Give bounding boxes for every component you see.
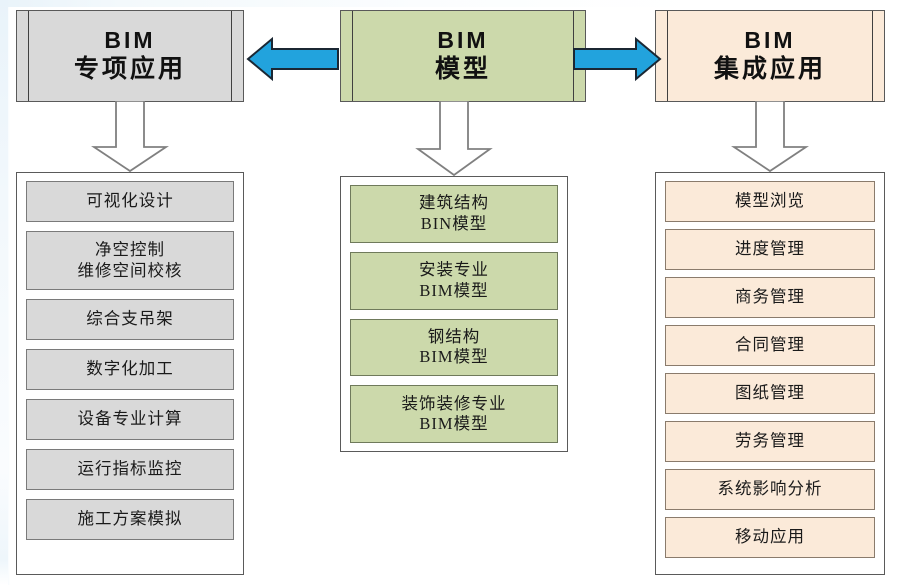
list-item[interactable]: 数字化加工 [26,349,234,390]
process-bar-right [231,11,232,101]
item-label-line2: BIM模型 [419,414,489,434]
arrow-left-icon [246,36,339,82]
arrow-down-icon [91,101,169,173]
header-box-integrated-application[interactable]: BIM 集成应用 [655,10,885,102]
process-bar-left [667,11,668,101]
item-label-line1: 数字化加工 [86,359,174,379]
header-middle-line2: 模型 [434,56,491,84]
header-left-line2: 专项应用 [73,56,186,84]
header-box-bim-model[interactable]: BIM 模型 [340,10,586,102]
item-label-line1: 进度管理 [735,239,805,259]
background-tint-left [0,0,8,585]
header-box-special-application[interactable]: BIM 专项应用 [16,10,244,102]
process-bar-right [872,11,873,101]
column-bim-model: 建筑结构 BIN模型 安装专业 BIM模型 钢结构 BIM模型 装饰装修专业 B… [340,176,568,452]
item-label-line1: 移动应用 [735,527,805,547]
item-label-line1: 劳务管理 [735,431,805,451]
arrow-down-icon [415,101,493,177]
item-label-line1: 装饰装修专业 [401,393,507,413]
item-label-line1: 综合支吊架 [86,309,174,329]
item-label-line1: 钢结构 [427,326,481,346]
list-item[interactable]: 钢结构 BIM模型 [350,318,558,377]
list-item[interactable]: 进度管理 [665,229,875,270]
arrow-right-icon [573,36,662,82]
item-label-line1: 可视化设计 [86,191,174,211]
item-label-line1: 合同管理 [735,335,805,355]
list-item[interactable]: 劳务管理 [665,421,875,462]
list-item[interactable]: 模型浏览 [665,181,875,222]
column-special-application: 可视化设计 净空控制 维修空间校核 综合支吊架 数字化加工 设备专业计算 运行指… [16,172,244,575]
list-item[interactable]: 综合支吊架 [26,299,234,340]
list-item[interactable]: 净空控制 维修空间校核 [26,231,234,290]
item-label-line1: 建筑结构 [419,193,489,213]
item-label-line1: 模型浏览 [735,191,805,211]
item-label-line2: BIM模型 [419,347,489,367]
list-item[interactable]: 建筑结构 BIN模型 [350,185,558,243]
list-item[interactable]: 图纸管理 [665,373,875,414]
process-bar-left [352,11,353,101]
process-bar-left [28,11,29,101]
item-label-line2: 维修空间校核 [77,260,183,280]
item-label-line1: 系统影响分析 [717,479,823,499]
item-label-line1: 设备专业计算 [77,409,183,429]
item-label-line2: BIM模型 [419,280,489,300]
list-item[interactable]: 合同管理 [665,325,875,366]
list-item[interactable]: 系统影响分析 [665,469,875,510]
list-item[interactable]: 安装专业 BIM模型 [350,251,558,310]
header-right-line2: 集成应用 [713,56,826,84]
item-label-line1: 净空控制 [95,239,165,259]
header-middle-line1: BIM [437,26,489,53]
header-left-line1: BIM [104,26,156,53]
item-label-line1: 安装专业 [419,260,489,279]
column-integrated-application: 模型浏览 进度管理 商务管理 合同管理 图纸管理 劳务管理 系统影响分析 移动应… [655,172,885,575]
list-item[interactable]: 施工方案模拟 [26,499,234,540]
item-label-line1: 施工方案模拟 [77,509,183,529]
list-item[interactable]: 装饰装修专业 BIM模型 [350,385,558,443]
list-item[interactable]: 设备专业计算 [26,399,234,440]
item-label-line1: 运行指标监控 [77,459,183,479]
item-label-line1: 图纸管理 [735,383,805,403]
list-item[interactable]: 可视化设计 [26,181,234,222]
item-label-line2: BIN模型 [420,213,488,233]
arrow-down-icon [731,101,809,173]
list-item[interactable]: 运行指标监控 [26,449,234,490]
item-label-line1: 商务管理 [735,287,805,307]
list-item[interactable]: 商务管理 [665,277,875,318]
background-tint-top [0,0,900,7]
list-item[interactable]: 移动应用 [665,517,875,558]
header-right-line1: BIM [744,26,796,53]
